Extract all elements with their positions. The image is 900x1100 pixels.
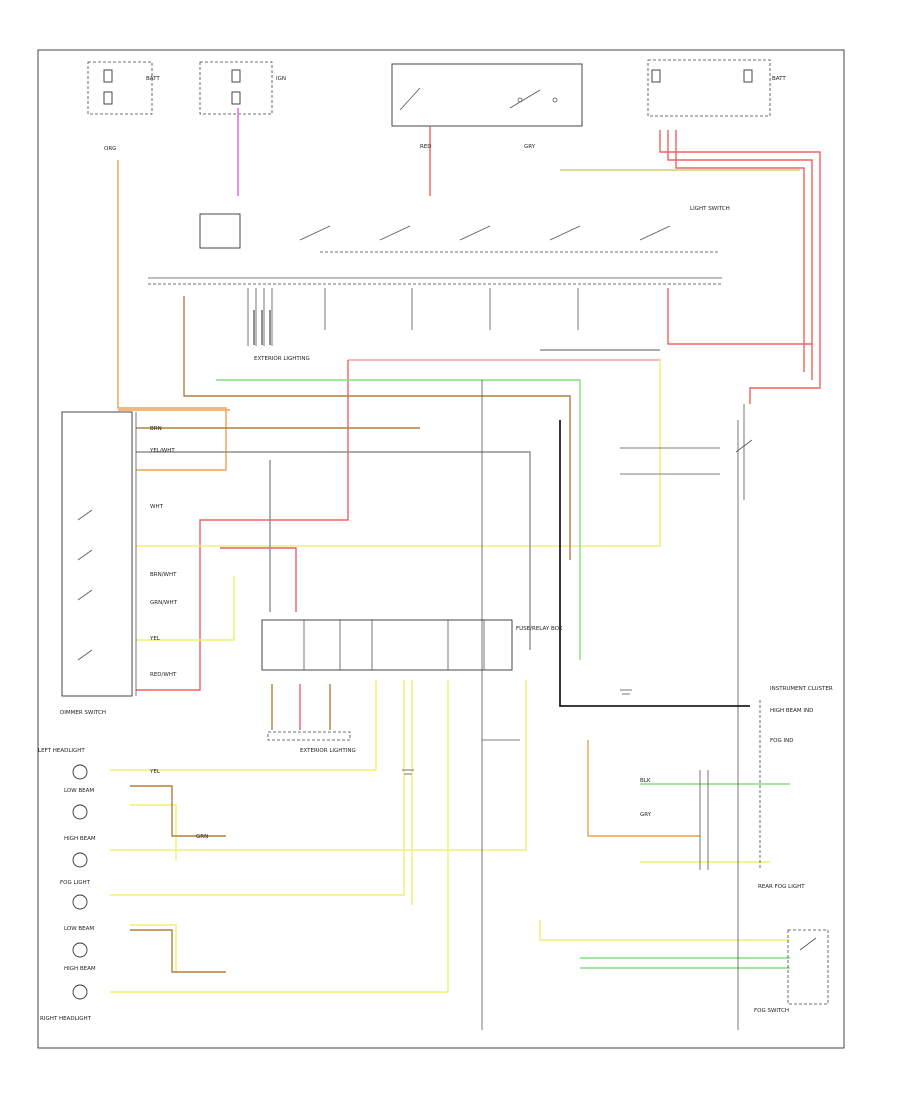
wires-brown	[130, 296, 571, 973]
label-low-beam-right: LOW BEAM	[64, 926, 94, 932]
fuse-block-top-left: BATT	[87, 61, 160, 115]
label-right-headlight: RIGHT HEADLIGHT	[40, 1016, 92, 1022]
label-high-beam-right: HIGH BEAM	[64, 966, 96, 972]
wires-green	[216, 379, 790, 969]
label-batt-right: BATT	[772, 76, 786, 82]
harness-top: EXTERIOR LIGHTING	[253, 310, 310, 362]
wire-label-red-wht: RED/WHT	[150, 672, 177, 678]
label-ign-center: IGN	[276, 76, 286, 82]
label-exterior-lighting-b: EXTERIOR LIGHTING	[254, 356, 310, 362]
wire-label-wht: WHT	[150, 504, 164, 510]
wire-label-grn-wht: GRN/WHT	[150, 600, 178, 606]
label-fog-switch: FOG SWITCH	[754, 1008, 789, 1014]
label-batt-left: BATT	[146, 76, 160, 82]
label-exterior-lighting-a: EXTERIOR LIGHTING	[300, 748, 356, 754]
light-switch-assembly: LIGHT SWITCH	[148, 206, 730, 285]
wires-red	[136, 126, 821, 691]
switch-module-left: DIMMER SWITCH	[60, 411, 137, 716]
wires-orange	[117, 160, 700, 837]
wire-label-brn: BRN	[150, 426, 162, 432]
label-dimmer-switch: DIMMER SWITCH	[60, 710, 106, 716]
wire-label-gry: GRY	[524, 144, 536, 150]
wire-labels: ORG RED GRY BRN YEL/WHT WHT BRN/WHT GRN/…	[104, 144, 652, 840]
ground-symbols	[402, 689, 632, 775]
fuse-relay-box-center: FUSE/RELAY BOX EXTERIOR LIGHTING	[261, 619, 563, 754]
instrument-cluster: INSTRUMENT CLUSTER HIGH BEAM IND FOG IND	[699, 686, 833, 870]
label-rear-fog-light: REAR FOG LIGHT	[758, 884, 805, 890]
wire-label-brn-wht: BRN/WHT	[150, 572, 177, 578]
wire-label-blk: BLK	[640, 778, 651, 784]
label-light-switch: LIGHT SWITCH	[690, 206, 730, 212]
relay-right-mid	[620, 404, 753, 500]
diagram-frame	[37, 49, 845, 1049]
fuse-block-top-right: BATT	[647, 59, 786, 117]
wire-label-red: RED	[420, 144, 432, 150]
label-high-beam-left: HIGH BEAM	[64, 836, 96, 842]
wire-label-gry-2: GRY	[640, 812, 652, 818]
wires-black	[559, 420, 750, 707]
fuse-block-top-center: IGN	[199, 61, 286, 115]
label-left-headlight: LEFT HEADLIGHT	[38, 748, 85, 754]
label-fog-light-left: FOG LIGHT	[60, 880, 91, 886]
label-fuse-relay-box: FUSE/RELAY BOX	[516, 626, 563, 632]
fog-switch: FOG SWITCH REAR FOG LIGHT	[754, 884, 829, 1014]
wire-label-yel-2: YEL	[149, 769, 161, 775]
left-headlight: LEFT HEADLIGHT LOW BEAM HIGH BEAM FOG LI…	[38, 748, 96, 886]
wire-label-yel: YEL	[149, 636, 161, 642]
right-headlight: LOW BEAM HIGH BEAM RIGHT HEADLIGHT	[40, 894, 96, 1022]
wire-label-org: ORG	[104, 146, 116, 152]
relay-box-top	[391, 63, 583, 127]
wires-yellow	[110, 169, 800, 993]
wire-label-yel-wht: YEL/WHT	[149, 448, 175, 454]
label-cluster: INSTRUMENT CLUSTER	[770, 686, 833, 692]
label-fog-indicator: FOG IND	[770, 738, 793, 744]
label-low-beam-left: LOW BEAM	[64, 788, 94, 794]
wires-gray	[136, 349, 739, 1030]
wire-label-grn: GRN	[196, 834, 208, 840]
switch-output-pins	[247, 288, 579, 346]
label-high-beam-indicator: HIGH BEAM IND	[770, 708, 813, 714]
